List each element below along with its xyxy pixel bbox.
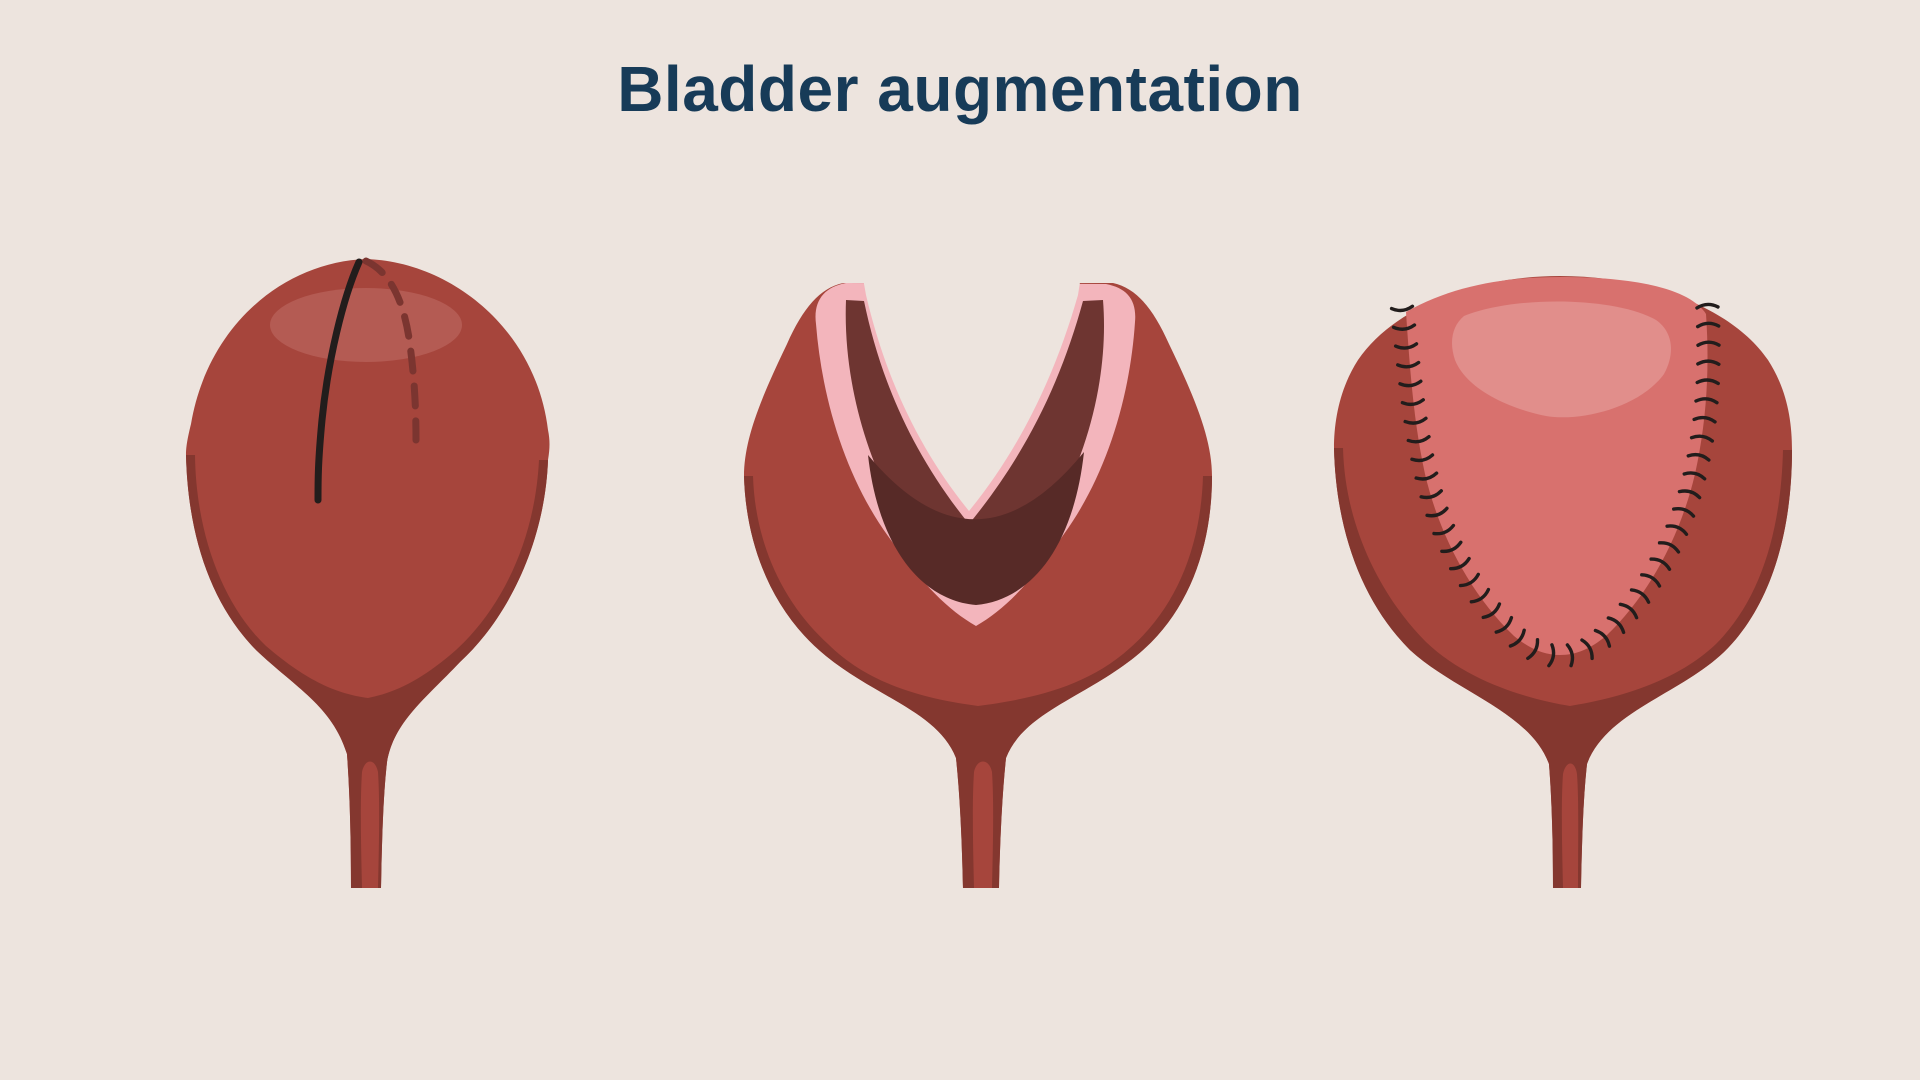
- suture-tick: [1393, 342, 1419, 350]
- bladder1-highlight: [270, 288, 462, 362]
- suture-tick: [1508, 628, 1526, 648]
- suture-stitches: [1389, 302, 1721, 668]
- suture-tick: [1677, 489, 1702, 500]
- suture-tick: [1580, 638, 1594, 661]
- page-title: Bladder augmentation: [617, 53, 1303, 125]
- suture-tick: [1440, 540, 1463, 554]
- suture-tick: [1695, 378, 1720, 386]
- suture-tick: [1696, 359, 1721, 366]
- bladder3-patch-highlight: [1452, 301, 1671, 418]
- suture-tick: [1432, 523, 1456, 536]
- suture-tick: [1494, 615, 1514, 634]
- suture-tick: [1682, 471, 1707, 481]
- suture-tick: [1696, 340, 1721, 347]
- suture-tick: [1618, 602, 1639, 620]
- suture-tick: [1396, 360, 1421, 369]
- suture-tick: [1448, 556, 1471, 571]
- suture-tick: [1469, 587, 1491, 604]
- suture-tick: [1692, 415, 1717, 424]
- bladder2-opening-gap: [858, 250, 1085, 511]
- suture-tick: [1403, 416, 1428, 425]
- suture-tick: [1414, 471, 1439, 481]
- suture-tick: [1657, 541, 1681, 554]
- suture-tick: [1565, 643, 1575, 668]
- stage-2-bladder-opened: [744, 250, 1212, 888]
- bladder1-body: [186, 259, 550, 888]
- suture-tick: [1649, 557, 1672, 571]
- suture-tick: [1640, 573, 1662, 588]
- suture-tick: [1606, 616, 1626, 635]
- suture-tick: [1400, 398, 1425, 407]
- suture-tick: [1389, 304, 1415, 313]
- suture-tick: [1547, 643, 1556, 668]
- suture-tick: [1458, 572, 1480, 588]
- incision-line-dashed: [362, 257, 420, 444]
- suture-tick: [1419, 489, 1443, 500]
- bladder3-shadow-band: [1334, 448, 1792, 888]
- suture-tick: [1406, 435, 1431, 444]
- suture-tick: [1695, 321, 1721, 329]
- suture-tick: [1425, 506, 1449, 518]
- suture-tick: [1391, 323, 1417, 331]
- suture-tick: [1689, 434, 1715, 443]
- suture-tick: [1695, 302, 1720, 310]
- suture-tick: [1398, 379, 1423, 388]
- stage-3-bladder-patched: [1334, 276, 1792, 888]
- suture-tick: [1526, 638, 1540, 661]
- stage-1-bladder-incision: [186, 257, 550, 888]
- suture-tick: [1665, 524, 1689, 536]
- bladder2-interior-deep-shade: [868, 452, 1084, 605]
- suture-tick: [1629, 588, 1651, 604]
- suture-tick: [1410, 453, 1435, 463]
- suture-tick: [1694, 397, 1719, 405]
- incision-line-solid: [314, 258, 363, 504]
- suture-tick: [1593, 628, 1612, 648]
- suture-tick: [1481, 602, 1502, 620]
- suture-tick: [1672, 507, 1696, 518]
- suture-tick: [1686, 452, 1711, 462]
